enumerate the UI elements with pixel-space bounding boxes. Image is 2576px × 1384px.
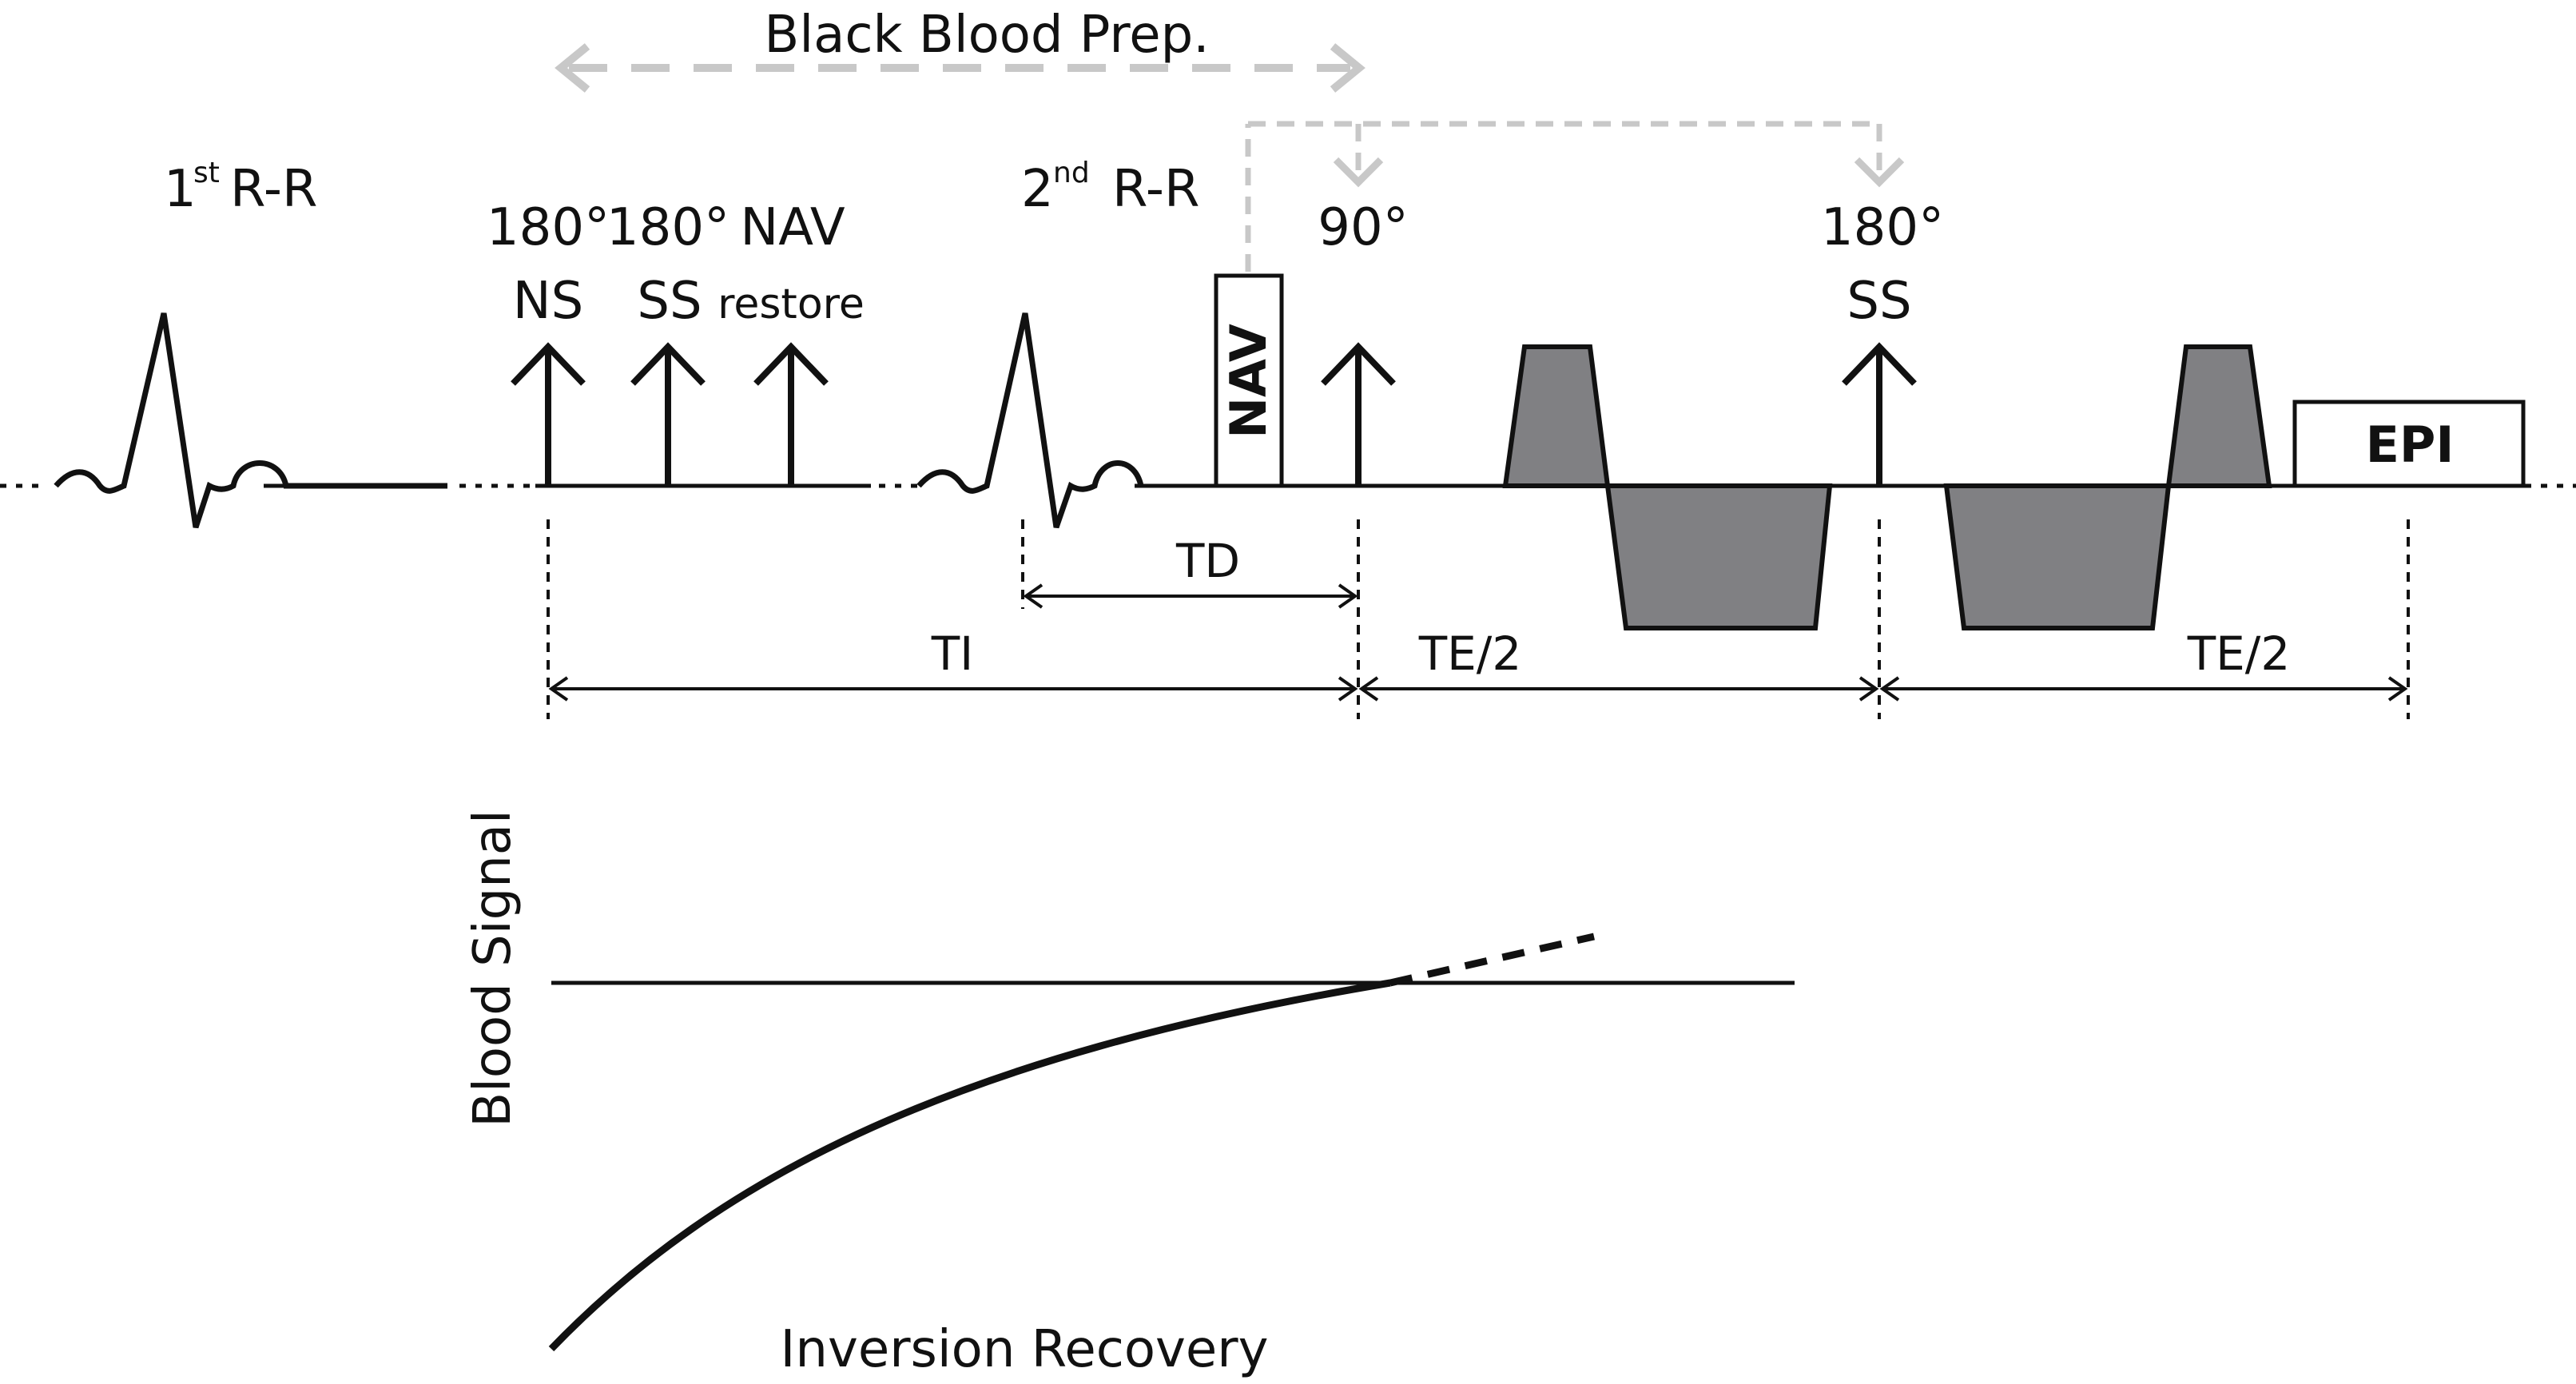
pulse-180-refocus-type: SS <box>1847 272 1911 331</box>
pulse-nav-restore-bottom: restore <box>718 280 865 328</box>
pulse-arrow-180-ns <box>511 342 586 486</box>
nav-box-label: NAV <box>1219 324 1278 439</box>
pulse-arrow-nav-restore <box>753 342 829 486</box>
plot-ylabel: Blood Signal <box>463 809 523 1127</box>
gradient-lobe-2-positive <box>2165 344 2272 488</box>
pulse-ns-type: NS <box>513 272 584 331</box>
pulse-arrow-180-ss <box>630 342 706 486</box>
nav-connector <box>1245 121 1882 272</box>
pulse-ns-angle: 180° <box>487 198 610 257</box>
timing-arrow-te-half-1 <box>1358 676 1879 702</box>
svg-text:st: st <box>193 157 220 189</box>
epi-box <box>2292 400 2526 488</box>
timing-arrow-te-half-2 <box>1879 676 2408 702</box>
pulse-arrow-180-ss-refocus <box>1842 342 1917 486</box>
nav-box <box>1214 273 1284 488</box>
svg-text:R-R: R-R <box>230 160 317 219</box>
epi-box-label: EPI <box>2366 416 2455 474</box>
timing-arrow-ti <box>548 676 1358 702</box>
svg-text:nd: nd <box>1053 157 1090 189</box>
gradient-lobe-1-negative <box>1604 483 1833 630</box>
rr-label-1: 1 st R-R <box>164 157 317 219</box>
pulse-ss-type: SS <box>637 272 702 331</box>
black-blood-prep-arrow <box>555 43 1366 93</box>
inversion-recovery-extension <box>1389 933 1595 987</box>
svg-text:1: 1 <box>164 160 197 219</box>
timing-label-te-half-1: TE/2 <box>1418 626 1522 681</box>
plot-xlabel: Inversion Recovery <box>781 1320 1269 1379</box>
ecg-waveform-1 <box>54 312 447 529</box>
inversion-recovery-curve <box>548 979 1391 1352</box>
black-blood-prep-label: Black Blood Prep. <box>764 6 1209 65</box>
svg-text:2: 2 <box>1021 160 1054 219</box>
pulse-180-refocus-angle: 180° <box>1821 198 1944 257</box>
timing-markers <box>547 519 2410 719</box>
gradient-lobe-1-positive <box>1502 344 1611 488</box>
timing-arrow-td <box>1023 583 1358 609</box>
timing-label-te-half-2: TE/2 <box>2187 626 2291 681</box>
pulse-arrow-90 <box>1321 342 1396 486</box>
nav-connector-arrowheads <box>1333 157 1905 188</box>
timing-label-td: TD <box>1175 534 1240 588</box>
gradient-lobe-2-negative <box>1943 483 2172 630</box>
svg-text:R-R: R-R <box>1112 160 1199 219</box>
ecg-waveform-2 <box>916 312 1144 529</box>
pulse-nav-restore-top: NAV <box>740 198 845 257</box>
timing-label-ti: TI <box>931 626 974 681</box>
pulse-90-angle: 90° <box>1318 198 1408 257</box>
rr-label-2: 2 nd R-R <box>1021 157 1199 219</box>
pulse-ss-angle: 180° <box>606 198 729 257</box>
